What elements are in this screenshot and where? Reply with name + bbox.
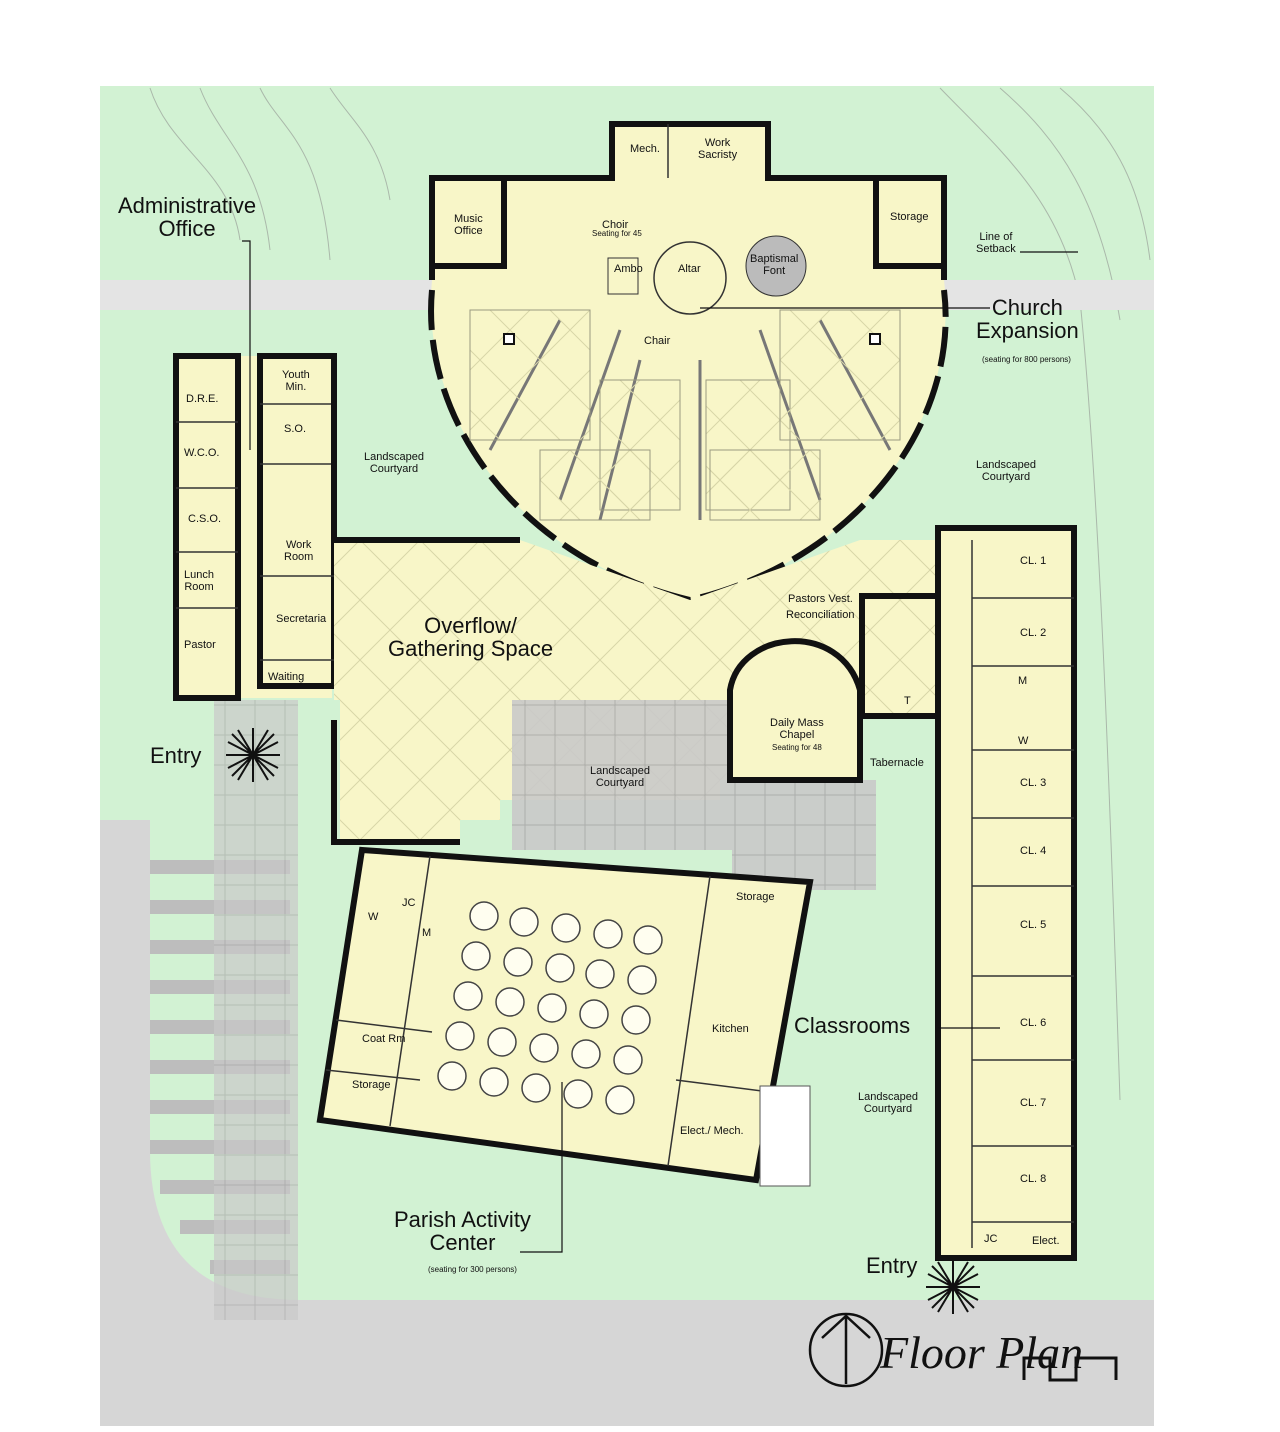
work-room-label: Work Room — [284, 539, 314, 563]
chapel-building — [727, 593, 941, 783]
walkway-west — [214, 700, 298, 1320]
courtyard-center-label: Landscaped Courtyard — [590, 765, 650, 789]
center-courtyard-paving — [512, 700, 732, 850]
classroom-4-label: CL. 4 — [1020, 845, 1047, 857]
so-room-label: S.O. — [284, 423, 307, 435]
church-storage-label: Storage — [890, 211, 929, 223]
mech-room-label: Mech. — [630, 143, 660, 155]
chapel-t-label: T — [904, 695, 911, 707]
restroom-w-label: W — [1018, 735, 1029, 747]
church-expansion-label: Church Expansion — [976, 295, 1079, 344]
entry-west-label: Entry — [150, 743, 202, 768]
contour-lines — [149, 87, 1151, 1101]
chair-label: Chair — [644, 335, 671, 347]
waiting-label: Waiting — [268, 671, 305, 683]
music-office-label: Music Office — [454, 213, 483, 237]
classroom-6-label: CL. 6 — [1020, 1017, 1047, 1029]
secretaria-label: Secretaria — [276, 613, 327, 625]
classroom-elect-label: Elect. — [1032, 1235, 1060, 1247]
classroom-1-label: CL. 1 — [1020, 555, 1047, 567]
elect-mech-label: Elect./ Mech. — [680, 1125, 744, 1137]
dre-room-label: D.R.E. — [186, 393, 219, 405]
classroom-3-label: CL. 3 — [1020, 777, 1047, 789]
daily-mass-seating-note: Seating for 48 — [772, 743, 822, 752]
entry-star-west — [226, 728, 280, 782]
pastors-vestry-label: Pastors Vest. — [788, 593, 853, 605]
ambo-label: Ambo — [614, 263, 643, 275]
altar-label: Altar — [678, 263, 701, 275]
leader-lines — [242, 240, 1078, 1253]
courtyard-north-west-label: Landscaped Courtyard — [364, 451, 424, 475]
lunch-room-label: Lunch Room — [184, 569, 214, 593]
cso-room-label: C.S.O. — [188, 513, 222, 525]
courtyard-north-east-label: Landscaped Courtyard — [976, 459, 1036, 483]
pastor-room-label: Pastor — [184, 639, 216, 651]
choir-label: Choir — [602, 219, 629, 231]
choir-seating-note: Seating for 45 — [592, 229, 642, 238]
admin-building — [173, 353, 337, 701]
scale-bar-icon — [1022, 1356, 1118, 1382]
wco-room-label: W.C.O. — [184, 447, 220, 459]
baptismal-font-label: Baptismal Font — [750, 253, 799, 277]
youth-min-label: Youth Min. — [282, 369, 310, 393]
courtyard-south-east-label: Landscaped Courtyard — [858, 1091, 918, 1115]
coat-room-label: Coat Rm — [362, 1033, 406, 1045]
parish-restroom-m-label: M — [422, 927, 432, 939]
classroom-5-label: CL. 5 — [1020, 919, 1047, 931]
overflow-gathering-label: Overflow/ Gathering Space — [388, 613, 554, 662]
church-seating-note: (seating for 800 persons) — [982, 355, 1071, 364]
parish-storage-west-label: Storage — [352, 1079, 391, 1091]
restroom-m-label: M — [1018, 675, 1028, 687]
entry-star-east — [926, 1260, 980, 1314]
daily-mass-chapel-label: Daily Mass Chapel — [770, 717, 824, 741]
classroom-8-label: CL. 8 — [1020, 1173, 1047, 1185]
classrooms-label: Classrooms — [794, 1013, 911, 1038]
church-building — [428, 121, 949, 604]
parish-building — [316, 846, 814, 1187]
classroom-jc-label: JC — [984, 1233, 998, 1245]
admin-office-label: Administrative Office — [118, 193, 257, 242]
kitchen-label: Kitchen — [712, 1023, 749, 1035]
work-sacristy-label: Work Sacristy — [698, 137, 738, 161]
parish-jc-label: JC — [402, 897, 416, 909]
parish-restroom-w-label: W — [368, 911, 379, 923]
plan-title: Floor Plan — [880, 1327, 1084, 1378]
reconciliation-label: Reconciliation — [786, 609, 855, 621]
classroom-2-label: CL. 2 — [1020, 627, 1047, 639]
entry-east-label: Entry — [866, 1253, 918, 1278]
parish-seating-note: (seating for 300 persons) — [428, 1265, 517, 1274]
classroom-building — [935, 525, 1077, 1261]
parish-activity-label: Parish Activity Center — [394, 1207, 531, 1256]
baptismal-font-basin — [745, 235, 807, 297]
tabernacle-label: Tabernacle — [870, 757, 924, 769]
classroom-7-label: CL. 7 — [1020, 1097, 1047, 1109]
setback-label: Line of Setback — [976, 231, 1016, 255]
parish-storage-east-label: Storage — [736, 891, 775, 903]
north-arrow-icon — [808, 1312, 884, 1388]
